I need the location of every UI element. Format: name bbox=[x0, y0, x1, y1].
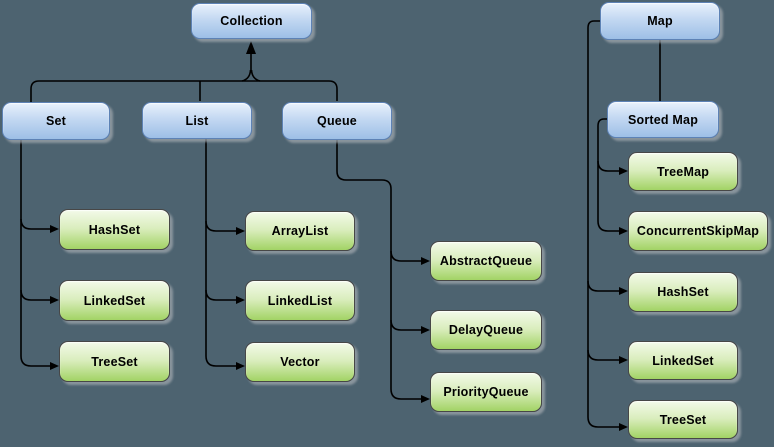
arrowhead-map-treeset bbox=[619, 423, 628, 431]
node-priorityqueue: PriorityQueue bbox=[430, 372, 542, 412]
arrowhead-treeset bbox=[50, 362, 59, 370]
arrowhead-vector bbox=[236, 362, 245, 370]
node-abstractqueue: AbstractQueue bbox=[430, 241, 542, 281]
arrowhead-collection bbox=[246, 41, 256, 54]
node-treeset: TreeSet bbox=[59, 341, 170, 382]
arrowhead-arraylist bbox=[236, 227, 245, 235]
edge-set-children bbox=[20, 140, 51, 367]
arrowhead-concurrentskipmap bbox=[619, 227, 628, 235]
node-treemap: TreeMap bbox=[628, 152, 738, 191]
node-map-treeset: TreeSet bbox=[628, 400, 738, 439]
edge-map-hashset bbox=[587, 280, 620, 292]
arrowhead-hashset bbox=[50, 225, 59, 233]
edge-sortedmap-treemap bbox=[597, 160, 620, 172]
node-concurrentskipmap: ConcurrentSkipMap bbox=[628, 211, 768, 251]
node-map-hashset: HashSet bbox=[628, 272, 738, 312]
edge-set-hashset bbox=[20, 218, 51, 230]
arrowhead-linkedlist bbox=[236, 296, 245, 304]
edge-queue-abstractqueue bbox=[390, 250, 422, 262]
arrowhead-treemap bbox=[619, 167, 628, 175]
arrowhead-priorityqueue bbox=[421, 395, 430, 403]
edge-map-linkedset bbox=[587, 349, 620, 361]
arrowhead-linkedset bbox=[50, 296, 59, 304]
edge-list-children bbox=[205, 139, 237, 367]
arrowhead-abstractqueue bbox=[421, 257, 430, 265]
node-hashset: HashSet bbox=[59, 209, 170, 250]
edge-queue-children bbox=[336, 140, 422, 400]
node-linkedlist: LinkedList bbox=[245, 280, 355, 321]
arrowhead-map-hashset bbox=[619, 287, 628, 295]
node-map-linkedset: LinkedSet bbox=[628, 341, 738, 380]
node-linkedset: LinkedSet bbox=[59, 280, 170, 321]
arrowhead-map-linkedset bbox=[619, 356, 628, 364]
edge-list-linkedlist bbox=[205, 289, 237, 301]
edge-list-arraylist bbox=[205, 220, 237, 232]
node-collection: Collection bbox=[191, 3, 312, 39]
edge-sortedmap-children bbox=[597, 118, 620, 232]
node-map: Map bbox=[600, 2, 720, 40]
edge-merge-bracket-left bbox=[241, 69, 252, 82]
node-vector: Vector bbox=[245, 342, 355, 382]
node-list: List bbox=[142, 102, 252, 139]
node-arraylist: ArrayList bbox=[245, 211, 355, 251]
node-delayqueue: DelayQueue bbox=[430, 310, 542, 350]
edge-map-children bbox=[587, 20, 620, 428]
node-queue: Queue bbox=[282, 102, 392, 140]
edge-bus-set-list-queue bbox=[30, 80, 338, 102]
edge-queue-delayqueue bbox=[390, 319, 422, 331]
edge-set-linkedset bbox=[20, 289, 51, 301]
arrowhead-delayqueue bbox=[421, 326, 430, 334]
node-sorted-map: Sorted Map bbox=[607, 101, 719, 138]
node-set: Set bbox=[2, 102, 110, 140]
edge-merge-bracket-right bbox=[250, 69, 261, 82]
